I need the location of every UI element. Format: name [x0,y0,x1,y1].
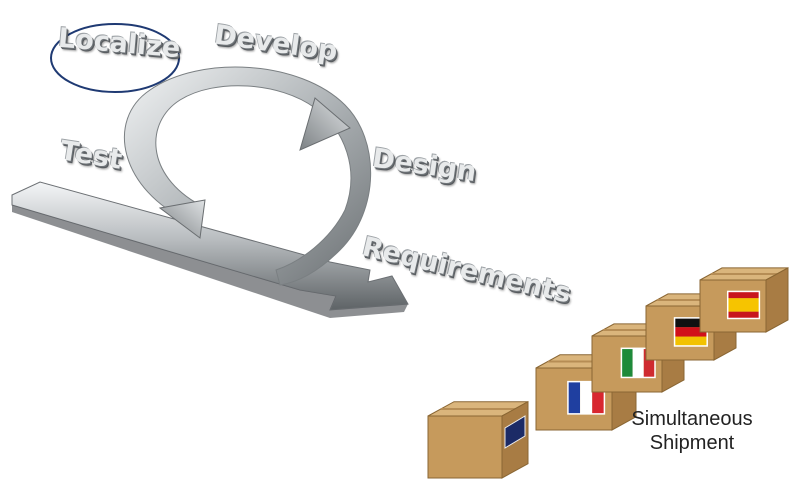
shipment-boxes [427,267,789,479]
loop-arrow [123,66,372,286]
shipment-box [427,400,529,479]
blank-label [504,415,526,449]
highlight-ellipse [50,23,180,93]
france-flag [567,380,606,415]
shipment-caption: Simultaneous Shipment [612,407,772,455]
shipment-box [699,267,789,333]
italy-flag [620,347,656,379]
spain-flag [726,290,761,320]
caption-line-1: Simultaneous [631,408,753,430]
caption-line-2: Shipment [649,432,735,454]
main-arrow [11,181,409,318]
